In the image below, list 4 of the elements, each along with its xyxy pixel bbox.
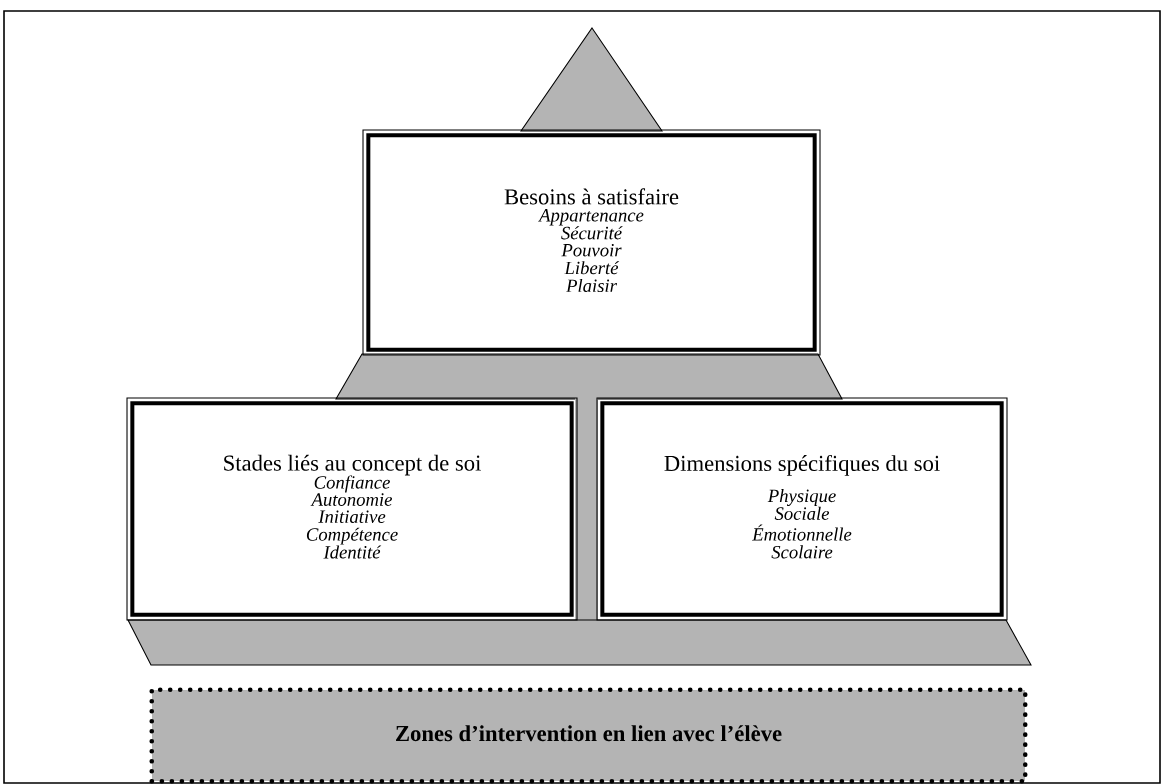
text-box: Besoins à satisfaire Appartenance Sécurité Pouvoir Liberté Plaisir [362,129,821,356]
text-box: Stades liés au concept de soi Confiance Autonomie Initiative Compétence Identité [126,397,578,621]
text-box: Dimensions spécifiques du soi Physique Sociale Émotionnelle Scolaire [596,397,1008,621]
dotted-band: Zones d’intervention en lien avec l’élève [149,687,1028,784]
